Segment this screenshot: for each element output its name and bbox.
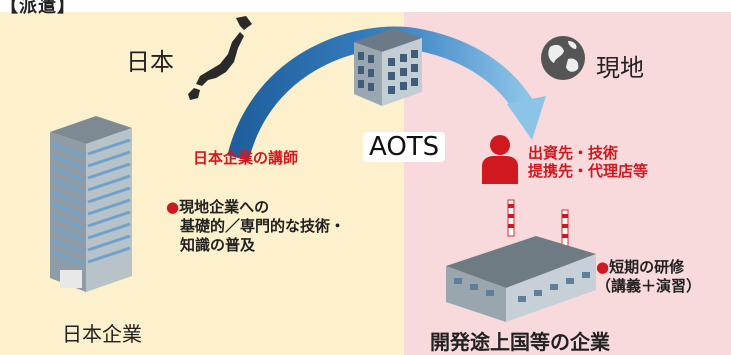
globe-icon <box>541 36 585 80</box>
factory-icon <box>446 199 596 322</box>
support-line1: 現地企業への <box>179 198 270 216</box>
training-line2: （講義＋演習） <box>596 277 702 295</box>
bullet-icon: ● <box>596 258 610 276</box>
partners-line1: 出資先・技術 <box>528 144 619 162</box>
japan-title: 日本 <box>126 48 174 76</box>
partners-line2: 提携先・代理店等 <box>528 162 649 180</box>
aots-label: AOTS <box>363 132 446 162</box>
local-title: 現地 <box>596 54 644 82</box>
bullet-icon: ● <box>166 198 180 216</box>
training-text: ●短期の研修 （講義＋演習） <box>596 258 701 296</box>
training-line1: 短期の研修 <box>609 258 685 276</box>
office-building-icon <box>50 116 132 292</box>
support-text: ●現地企業への 基礎的／専門的な技術・ 知識の普及 <box>166 198 345 255</box>
local-company-label: 開発途上国等の企業 <box>430 330 610 354</box>
japan-company-label: 日本企業 <box>62 322 142 346</box>
support-line3: 知識の普及 <box>180 236 256 254</box>
instructor-label: 日本企業の講師 <box>193 149 299 167</box>
aots-building-icon <box>354 28 422 106</box>
japan-map-icon <box>188 16 252 100</box>
section-header: 【派遣】 <box>0 0 76 17</box>
partners-text: 出資先・技術 提携先・代理店等 <box>528 144 648 180</box>
support-line2: 基礎的／専門的な技術・ <box>180 217 346 235</box>
person-icon <box>482 135 518 184</box>
